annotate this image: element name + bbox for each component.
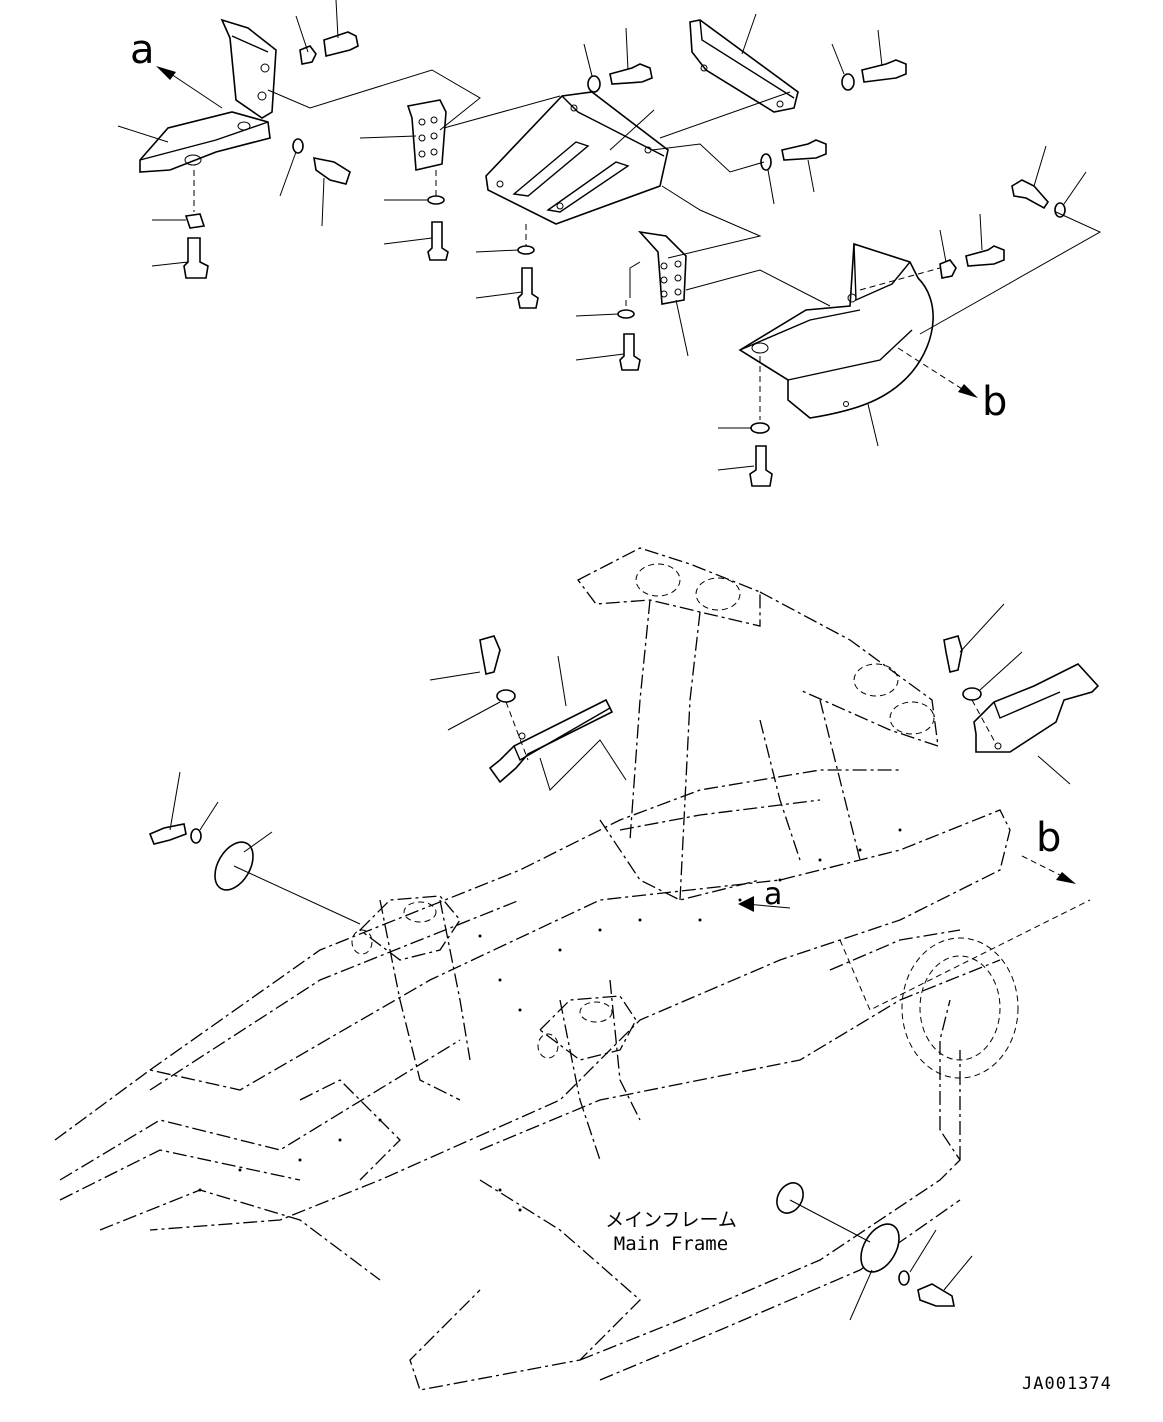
view-ref-a-frame: a [764,877,783,912]
fasteners-frame [148,635,982,1307]
leader-lines-top [117,0,1102,471]
leader-lines-frame [169,603,1091,1321]
frame-cover-left [488,698,627,791]
main-frame-label-jp: メインフレーム [605,1209,737,1231]
main-frame-label-en: Main Frame [613,1233,729,1255]
cover-plate-center [485,91,669,225]
main-frame-rails [54,769,1011,1391]
frame-vertical-posts [299,699,861,1181]
plate-small-right [637,230,687,305]
plate-center-small [406,99,447,171]
frame-holes [198,828,902,1212]
view-ref-b-top: b [982,379,1008,425]
view-ref-a-top: a [130,27,155,73]
fasteners-top [183,31,1066,487]
valve-housings [351,895,637,1061]
bracket-left [139,18,277,173]
cover-right-curved [738,242,934,419]
front-cross-member [577,547,939,901]
drawing-number: JA001374 [1022,1374,1112,1394]
frame-cover-right [973,663,1100,753]
view-ref-b-frame: b [1036,815,1062,861]
main-frame-label: メインフレーム Main Frame [596,1208,746,1256]
wheel-outline [829,929,1019,1079]
plate-upper-right [689,19,799,113]
